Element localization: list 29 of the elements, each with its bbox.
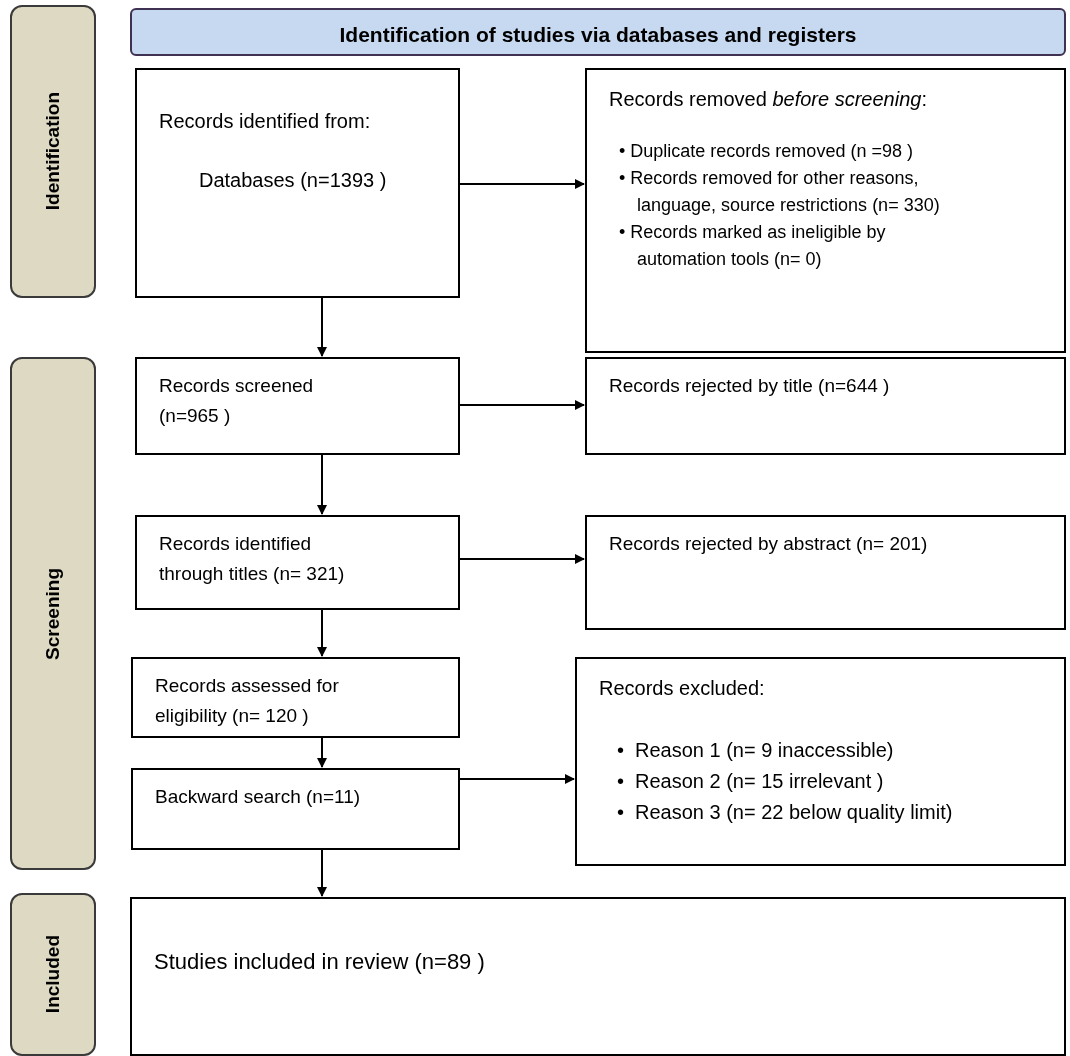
process-box: Records assessed for eligibility (n= 120 ) (131, 657, 460, 738)
list-item: • Records removed for other reasons, language, source restrictions (n= 330) (619, 167, 941, 217)
list-item: • Reason 2 (n= 15 irrelevant ) (617, 769, 885, 794)
list-item: • Records marked as ineligible by automation tools (n= 0) (619, 221, 887, 271)
arrow (459, 179, 585, 189)
phase-label: Identification (10, 5, 96, 298)
process-box: Records rejected by abstract (n= 201) (585, 515, 1066, 630)
arrow (317, 849, 327, 897)
arrow (317, 609, 327, 657)
process-box: Records identified from: Databases (n=1393 ) (135, 68, 460, 298)
process-box: Studies included in review (n=89 ) (130, 897, 1066, 1056)
list-item: • Reason 3 (n= 22 below quality limit) (617, 800, 954, 825)
arrow (317, 454, 327, 515)
list-item: • Reason 1 (n= 9 inaccessible) (617, 738, 895, 763)
process-box: Records identified through titles (n= 321) (135, 515, 460, 610)
arrow (317, 297, 327, 357)
arrow (317, 737, 327, 768)
process-box: Records excluded: • Reason 1 (n= 9 inaccessible) • Reason 2 (n= 15 irrelevant ) • Reason 3 (n= 22 below quality limit) (575, 657, 1066, 866)
process-box: Backward search (n=11) (131, 768, 460, 850)
process-box: Records removed before screening: • Duplicate records removed (n =98 ) • Records removed for other reasons, language, source restrictions (n= 330) • Records marked as ineligible by automation tools (n= 0) (585, 68, 1066, 353)
section-header: Identification of studies via databases and registers (130, 8, 1066, 56)
list-item: • Duplicate records removed (n =98 ) (619, 140, 914, 163)
process-box: Records rejected by title (n=644 ) (585, 357, 1066, 455)
arrow (459, 400, 585, 410)
process-box: Records screened (n=965 ) (135, 357, 460, 455)
arrow (459, 774, 575, 784)
phase-label: Included (10, 893, 96, 1056)
phase-label: Screening (10, 357, 96, 870)
arrow (459, 554, 585, 564)
